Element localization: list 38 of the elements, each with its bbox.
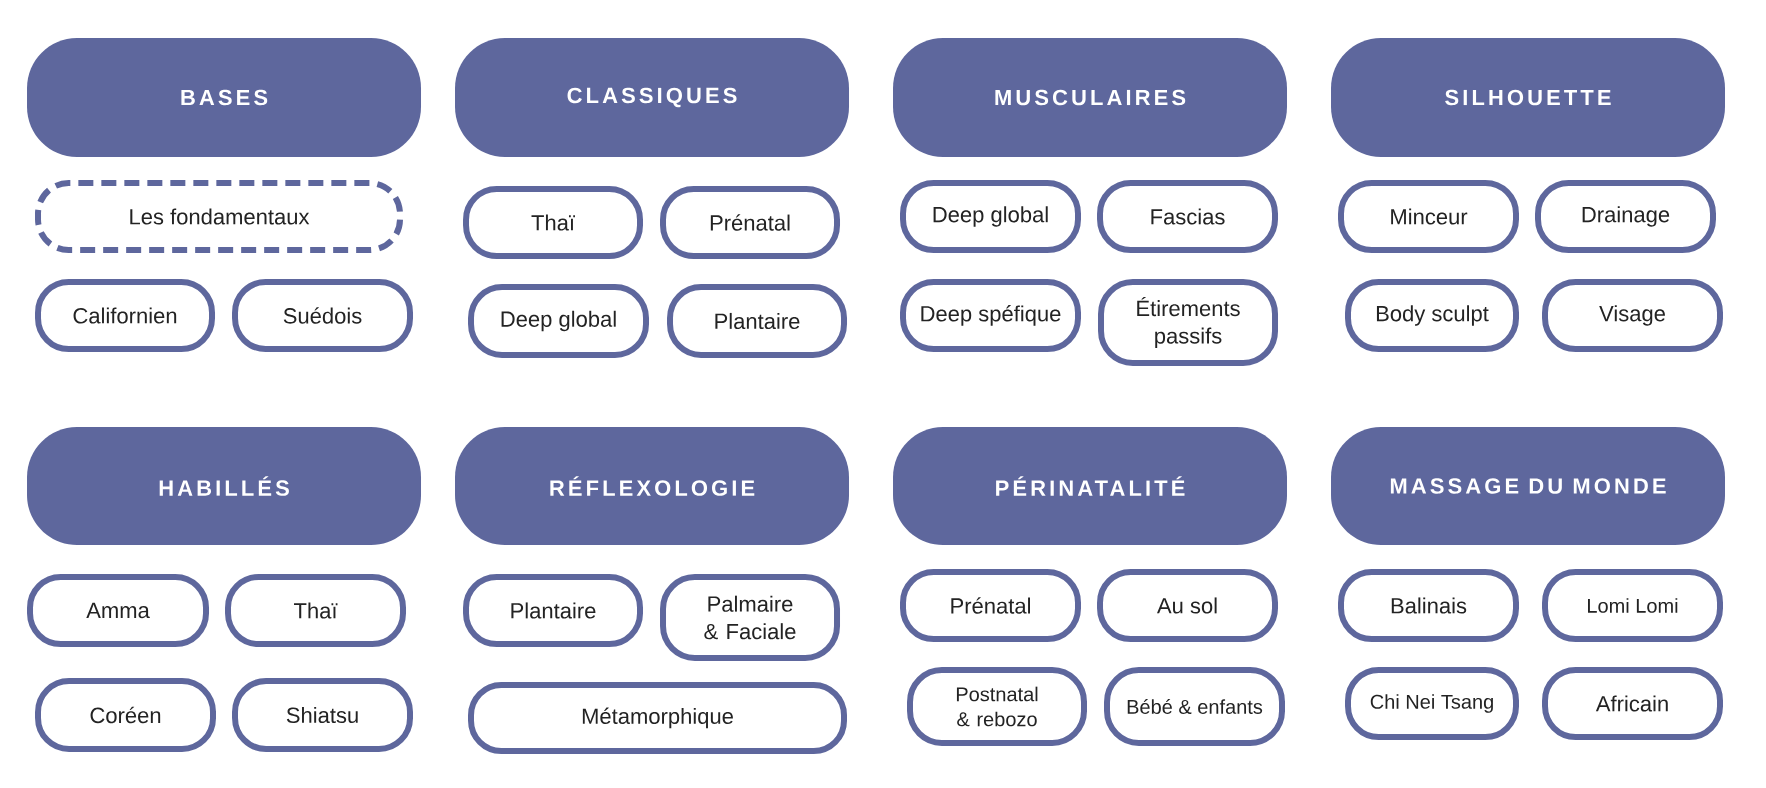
label-pill: Thaï <box>463 186 643 259</box>
label-pill: Suédois <box>232 279 413 352</box>
label-pill: Métamorphique <box>468 682 847 754</box>
label-pill: Shiatsu <box>232 678 413 752</box>
label-pill: Minceur <box>1338 180 1519 253</box>
label-pill: Plantaire <box>667 284 847 358</box>
label-pill: Plantaire <box>463 574 643 647</box>
label-pill: Chi Nei Tsang <box>1345 667 1519 740</box>
label-pill: Thaï <box>225 574 406 647</box>
label-pill: Body sculpt <box>1345 279 1519 352</box>
label-pill: Africain <box>1542 667 1723 740</box>
heading-banner: PÉRINATALITÉ <box>893 427 1287 545</box>
heading-banner: SILHOUETTE <box>1331 38 1725 157</box>
label-pill: Amma <box>27 574 209 647</box>
label-pill: Visage <box>1542 279 1723 352</box>
label-pill: Deep spéfique <box>900 279 1081 352</box>
label-pill: Fascias <box>1097 180 1278 253</box>
label-pill: Californien <box>35 279 215 352</box>
label-pill: Drainage <box>1535 180 1716 253</box>
label-pill: Postnatal & rebozo <box>907 667 1087 746</box>
label-pill: Deep global <box>468 284 649 358</box>
label-pill: Lomi Lomi <box>1542 569 1723 642</box>
heading-banner: MUSCULAIRES <box>893 38 1287 157</box>
label-pill: Prénatal <box>900 569 1081 642</box>
label-pill: Balinais <box>1338 569 1519 642</box>
label-pill: Étirements passifs <box>1098 279 1278 366</box>
heading-banner: RÉFLEXOLOGIE <box>455 427 849 545</box>
label-pill: Palmaire & Faciale <box>660 574 840 661</box>
label-pill: Coréen <box>35 678 216 752</box>
dashed-pill: Les fondamentaux <box>35 180 403 253</box>
label-pill: Bébé & enfants <box>1104 667 1285 746</box>
heading-banner: CLASSIQUES <box>455 38 849 157</box>
label-pill: Au sol <box>1097 569 1278 642</box>
label-pill: Deep global <box>900 180 1081 253</box>
label-pill: Prénatal <box>660 186 840 259</box>
heading-banner: HABILLÉS <box>27 427 421 545</box>
heading-banner: MASSAGE DU MONDE <box>1331 427 1725 545</box>
heading-banner: BASES <box>27 38 421 157</box>
